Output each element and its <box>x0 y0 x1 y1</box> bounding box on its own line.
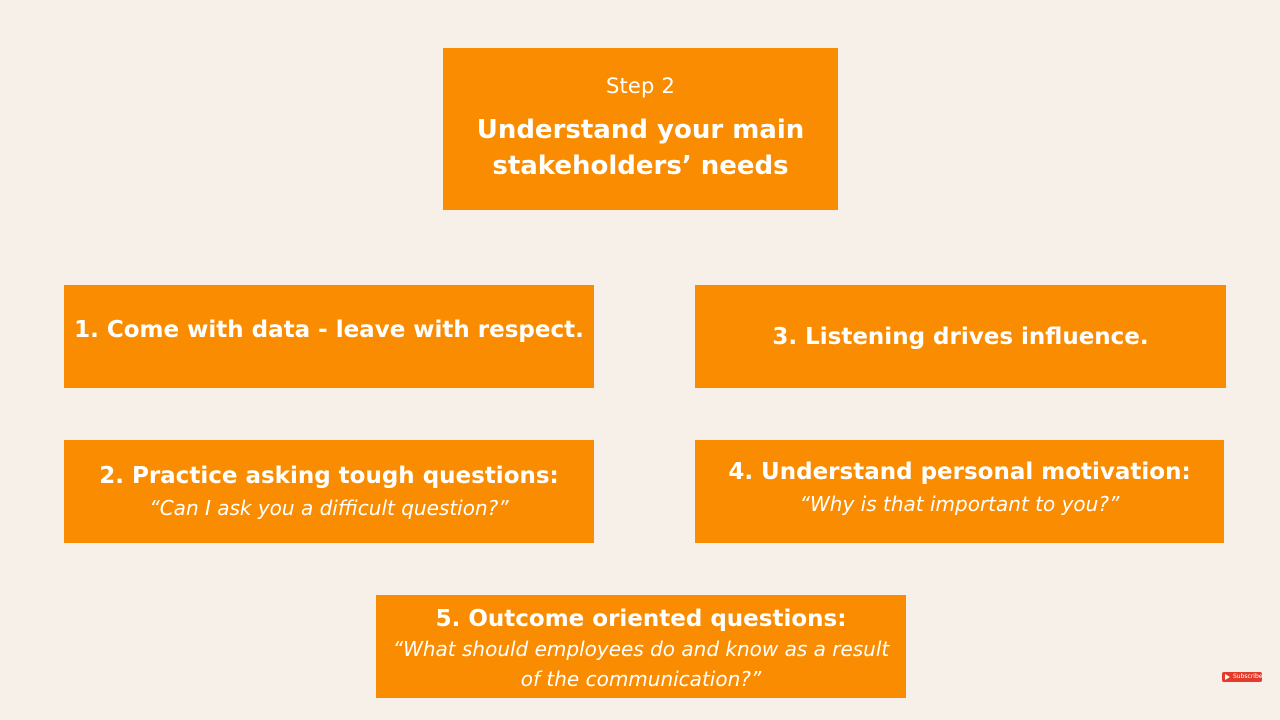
tip-title-1: 1. Come with data - leave with respect. <box>74 317 584 343</box>
tip-box-1: 1. Come with data - leave with respect. <box>64 285 594 388</box>
tip-quote-2: “Can I ask you a difficult question?” <box>149 495 509 520</box>
tip-title-4: 4. Understand personal motivation: <box>728 458 1191 485</box>
tip-box-4: 4. Understand personal motivation: “Why … <box>695 440 1224 543</box>
step-title: Understand your main stakeholders’ needs <box>476 115 805 181</box>
tip-box-3: 3. Listening drives influence. <box>695 285 1226 388</box>
tip-title-5: 5. Outcome oriented questions: <box>435 605 847 632</box>
tip-box-5: 5. Outcome oriented questions: “What sho… <box>376 595 906 698</box>
tip-quote-4: “Why is that important to you?” <box>799 491 1120 516</box>
step-label: Step 2 <box>605 74 676 98</box>
tip-title-3: 3. Listening drives influence. <box>772 323 1149 350</box>
step-header-box: Step 2 Understand your main stakeholders… <box>443 48 838 210</box>
tip-quote-5: “What should employees do and know as a … <box>392 636 890 691</box>
tip-title-2: 2. Practice asking tough questions: <box>99 462 559 489</box>
play-icon <box>1225 674 1230 680</box>
tip-box-2: 2. Practice asking tough questions: “Can… <box>64 440 594 543</box>
subscribe-button[interactable]: Subscribe <box>1222 672 1262 682</box>
subscribe-label: Subscribe <box>1233 673 1262 680</box>
